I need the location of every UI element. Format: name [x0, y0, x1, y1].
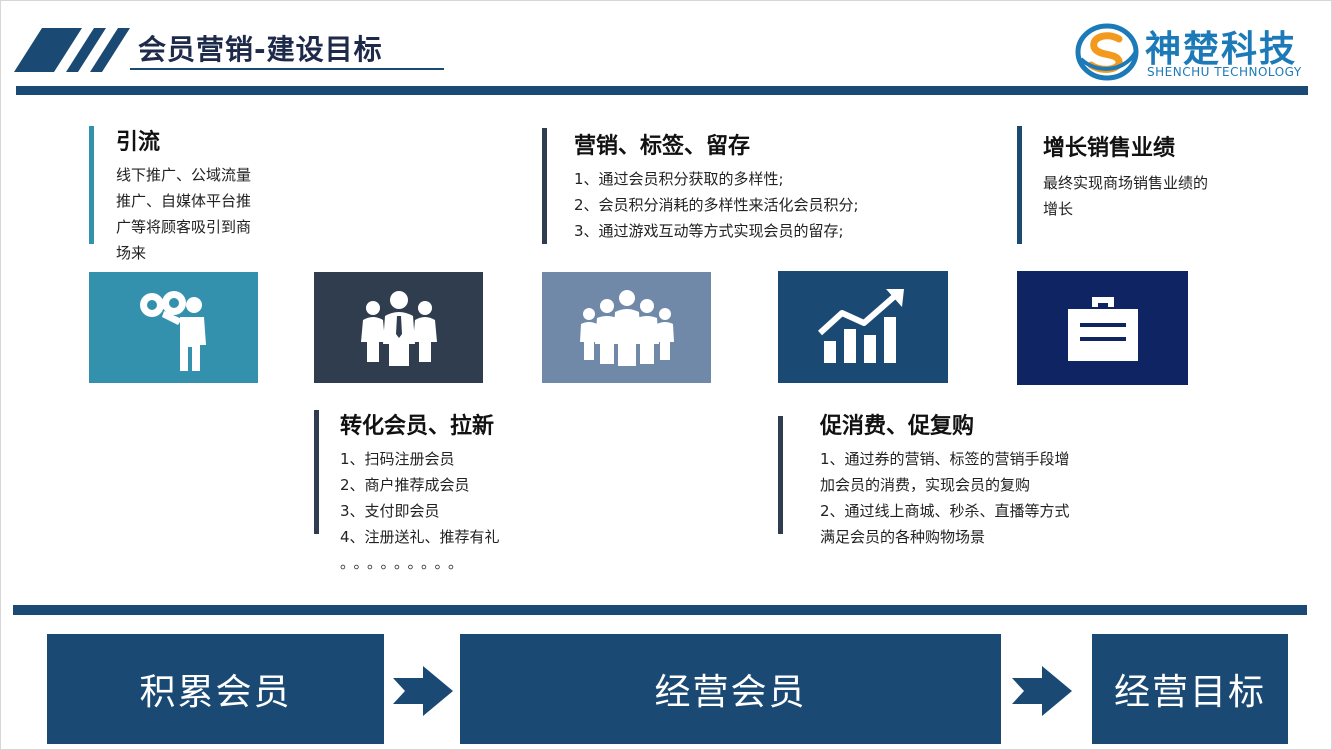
step1-line: 线下推广、公域流量 — [116, 166, 252, 184]
step2-line: 1、扫码注册会员 — [340, 450, 455, 468]
step1-accent-bar — [89, 126, 94, 244]
step1-tile — [89, 272, 258, 383]
step3-heading: 营销、标签、留存 — [574, 134, 751, 159]
page-title: 会员营销-建设目标 — [138, 33, 383, 66]
step4-heading: 促消费、促复购 — [820, 414, 975, 439]
step2-heading: 转化会员、拉新 — [340, 414, 495, 439]
step2-ellipsis: 。。。。。。。。。 — [340, 554, 470, 572]
company-logo: 神楚科技 SHENCHU TECHNOLOGY — [1075, 20, 1320, 82]
step5-tile — [1017, 271, 1188, 385]
step2-accent-bar — [314, 410, 319, 534]
header-divider — [16, 86, 1308, 95]
growth-chart-icon — [818, 289, 904, 363]
step3-line: 2、会员积分消耗的多样性来活化会员积分; — [574, 196, 859, 214]
step1-line: 场来 — [116, 244, 147, 262]
footer-divider — [13, 605, 1307, 615]
step1-line: 广等将顾客吸引到商 — [116, 218, 252, 236]
step4-line: 2、通过线上商城、秒杀、直播等方式 — [820, 502, 1070, 520]
step4-line: 满足会员的各种购物场景 — [820, 528, 986, 546]
step5-text: 最终实现商场销售业绩的 增长 — [1043, 170, 1263, 222]
team-icon — [360, 290, 437, 366]
binoculars-person-icon — [139, 290, 206, 371]
step3-line: 3、通过游戏互动等方式实现会员的留存; — [574, 222, 844, 240]
stage-box-goal: 经营目标 — [1092, 634, 1288, 744]
step4-line: 加会员的消费，实现会员的复购 — [820, 476, 1031, 494]
stage-box-accumulate: 积累会员 — [47, 634, 384, 744]
step1-line: 推广、自媒体平台推 — [116, 192, 252, 210]
step4-line: 1、通过券的营销、标签的营销手段增 — [820, 450, 1070, 468]
step2-line: 3、支付即会员 — [340, 502, 440, 520]
step5-line: 增长 — [1043, 200, 1074, 218]
step5-heading: 增长销售业绩 — [1043, 136, 1176, 161]
logo-name-cn: 神楚科技 — [1145, 29, 1298, 70]
title-underline — [130, 68, 444, 70]
step5-line: 最终实现商场销售业绩的 — [1043, 174, 1209, 192]
step5-accent-bar — [1017, 126, 1022, 244]
step3-text: 1、通过会员积分获取的多样性; 2、会员积分消耗的多样性来活化会员积分; 3、通… — [574, 166, 954, 244]
crowd-icon — [579, 289, 674, 366]
step3-accent-bar — [542, 128, 547, 244]
stage-box-operate: 经营会员 — [460, 634, 1001, 744]
arrow-right-icon — [393, 666, 453, 716]
slash-decoration — [14, 28, 130, 72]
step3-tile — [542, 272, 711, 383]
step1-text: 线下推广、公域流量 推广、自媒体平台推 广等将顾客吸引到商 场来 — [116, 162, 286, 266]
step4-text: 1、通过券的营销、标签的营销手段增 加会员的消费，实现会员的复购 2、通过线上商… — [820, 446, 1120, 550]
logo-mark-icon — [1075, 23, 1139, 81]
logo-name-en: SHENCHU TECHNOLOGY — [1147, 65, 1302, 79]
briefcase-icon — [1067, 297, 1138, 361]
step2-line: 2、商户推荐成会员 — [340, 476, 470, 494]
step2-line: 4、注册送礼、推荐有礼 — [340, 528, 500, 546]
step4-accent-bar — [778, 416, 783, 534]
step1-heading: 引流 — [116, 130, 161, 155]
step2-text: 1、扫码注册会员 2、商户推荐成会员 3、支付即会员 4、注册送礼、推荐有礼 。… — [340, 446, 560, 576]
step2-tile — [314, 272, 483, 383]
arrow-right-icon — [1012, 666, 1072, 716]
step4-tile — [778, 271, 948, 383]
step3-line: 1、通过会员积分获取的多样性; — [574, 170, 784, 188]
